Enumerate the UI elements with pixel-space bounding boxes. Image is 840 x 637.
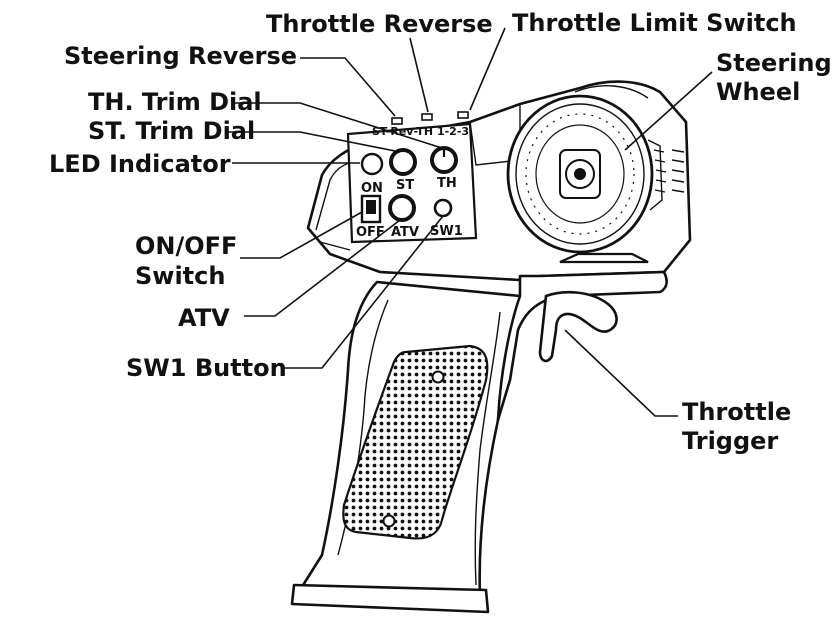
- grip-texture-panel: [342, 344, 489, 540]
- throttle-trigger: [538, 290, 618, 363]
- leader-th-trim: [233, 102, 443, 149]
- panel-atv-label: ATV: [391, 225, 419, 240]
- st-trim-dial[interactable]: [389, 148, 417, 176]
- label-led-indicator: LED Indicator: [49, 150, 231, 178]
- atv-dial[interactable]: [388, 194, 416, 222]
- label-throttle-trigger-line1: Throttle: [682, 398, 791, 426]
- label-on-off-line1: ON/OFF: [135, 232, 237, 260]
- leader-sw1: [284, 215, 444, 369]
- leader-throttle-limit: [469, 27, 506, 111]
- label-atv: ATV: [178, 304, 230, 332]
- control-panel: ST-Rev-TH 1-2-3 ON ST TH OFF ATV S: [346, 111, 478, 244]
- steering-reverse-tab[interactable]: [391, 117, 403, 125]
- led-indicator: [360, 152, 384, 176]
- panel-top-marking: ST-Rev-TH 1-2-3: [372, 125, 469, 138]
- lower-housing: [496, 270, 668, 422]
- panel-on-label: ON: [361, 181, 383, 196]
- leader-on-off: [240, 211, 363, 259]
- label-st-trim-dial: ST. Trim Dial: [88, 117, 255, 145]
- label-throttle-reverse: Throttle Reverse: [266, 10, 493, 38]
- panel-th-label: TH: [437, 176, 457, 191]
- th-trim-dial[interactable]: [430, 146, 458, 174]
- label-on-off-line2: Switch: [135, 262, 225, 290]
- housing-hatch: [559, 252, 649, 264]
- label-throttle-limit-switch: Throttle Limit Switch: [512, 9, 797, 37]
- leader-st-trim: [225, 131, 401, 153]
- panel-off-label: OFF: [356, 225, 385, 240]
- sw1-button[interactable]: [433, 198, 453, 218]
- steering-wheel: [506, 94, 667, 254]
- leader-atv: [244, 219, 401, 317]
- label-throttle-trigger-line2: Trigger: [682, 427, 778, 455]
- label-th-trim-dial: TH. Trim Dial: [88, 88, 262, 116]
- side-vents: [671, 149, 685, 193]
- steering-wheel-hub: [559, 149, 601, 199]
- label-steering-reverse: Steering Reverse: [64, 42, 297, 70]
- callout-labels: Throttle Reverse Throttle Limit Switch S…: [49, 9, 832, 455]
- label-steering-wheel-line1: Steering: [716, 49, 832, 77]
- grip-screw-bottom: [382, 514, 396, 528]
- panel-sw1-label: SW1: [430, 224, 463, 239]
- label-steering-wheel-line2: Wheel: [716, 78, 800, 106]
- grip-screw-top: [431, 370, 445, 384]
- leader-steering-reverse: [300, 57, 396, 117]
- leader-throttle-reverse: [409, 37, 429, 113]
- throttle-reverse-tab[interactable]: [421, 113, 433, 121]
- leader-lines: [225, 27, 713, 417]
- label-sw1-button: SW1 Button: [126, 354, 287, 382]
- leader-steering-wheel: [624, 71, 713, 151]
- panel-st-label: ST: [396, 178, 414, 193]
- grip-base: [290, 583, 490, 614]
- throttle-limit-tab[interactable]: [457, 111, 469, 119]
- leader-throttle-trigger: [564, 329, 678, 417]
- transmitter-body: ST-Rev-TH 1-2-3 ON ST TH OFF ATV S: [290, 80, 692, 614]
